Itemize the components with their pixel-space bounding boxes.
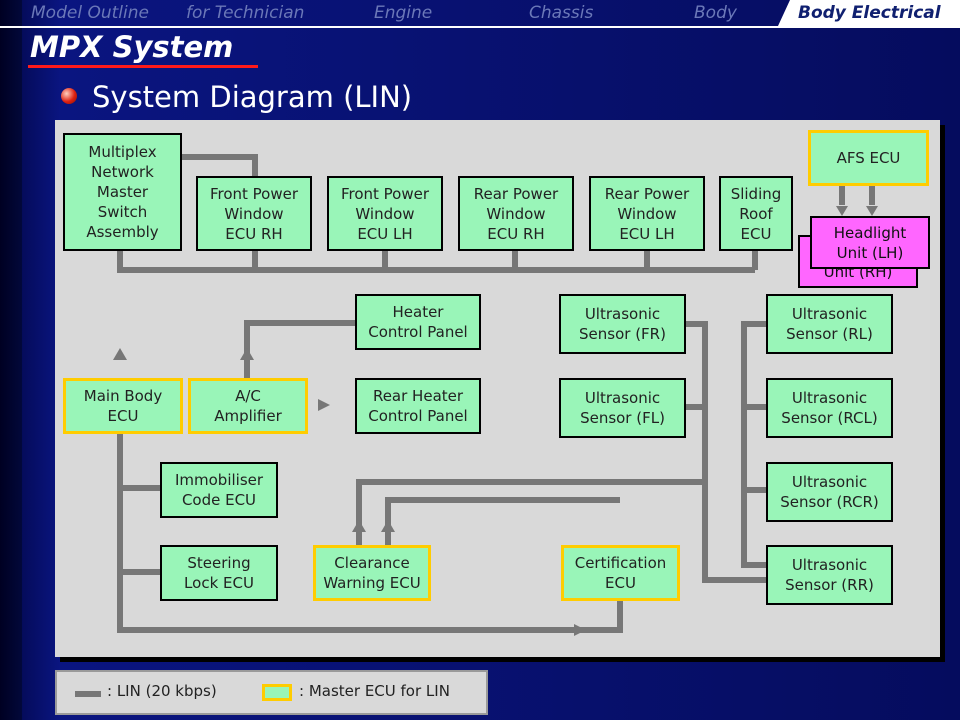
ultrasonic-sensor-rcr-box: Ultrasonic Sensor (RCR) (766, 462, 893, 522)
nav-body-electrical-tab[interactable]: Body Electrical (778, 0, 960, 26)
nav-body-electrical-label: Body Electrical (798, 3, 941, 23)
page-title: MPX System (30, 30, 234, 64)
ultrasonic-sensor-rl-box: Ultrasonic Sensor (RL) (766, 294, 893, 354)
arrow-down-headlight-2 (866, 206, 878, 216)
ac-amplifier-box: A/C Amplifier (188, 378, 308, 434)
immobiliser-code-ecu-box: Immobiliser Code ECU (160, 462, 278, 518)
nav-divider (0, 26, 960, 28)
clearance-warning-ecu-box: Clearance Warning ECU (313, 545, 431, 601)
arrow-down-headlight-1 (836, 206, 848, 216)
bullet-icon (61, 88, 77, 104)
top-navigation: Model Outline for Technician Engine Chas… (0, 0, 960, 26)
headlight-unit-lh-box: Headlight Unit (LH) (810, 216, 930, 269)
arrow-right-certification (574, 624, 586, 636)
nav-engine[interactable]: Engine (374, 3, 433, 23)
left-edge-bar (0, 0, 22, 720)
legend-lin-label: : LIN (20 kbps) (107, 682, 217, 700)
lin-line-swatch (75, 691, 101, 697)
rear-power-window-lh-box: Rear Power Window ECU LH (589, 176, 705, 251)
title-underline (28, 65, 258, 68)
arrow-up-clearance-1 (352, 520, 366, 532)
multiplex-master-switch-box: Multiplex Network Master Switch Assembly (63, 133, 182, 251)
arrow-up-ac (240, 348, 254, 360)
master-ecu-swatch (262, 684, 292, 701)
ultrasonic-sensor-rcl-box: Ultrasonic Sensor (RCL) (766, 378, 893, 438)
legend: : LIN (20 kbps) : Master ECU for LIN (55, 670, 488, 715)
nav-for-technician[interactable]: for Technician (186, 3, 305, 23)
ultrasonic-sensor-fl-box: Ultrasonic Sensor (FL) (559, 378, 686, 438)
arrow-up-main-body (113, 348, 127, 360)
main-body-ecu-box: Main Body ECU (63, 378, 183, 434)
legend-master-label: : Master ECU for LIN (299, 682, 450, 700)
front-power-window-lh-box: Front Power Window ECU LH (327, 176, 443, 251)
rear-heater-control-panel-box: Rear Heater Control Panel (355, 378, 481, 434)
nav-body[interactable]: Body (694, 3, 737, 23)
arrow-right-rear-heater (318, 399, 330, 411)
front-power-window-rh-box: Front Power Window ECU RH (196, 176, 312, 251)
nav-model-outline[interactable]: Model Outline (31, 3, 149, 23)
certification-ecu-box: Certification ECU (561, 545, 680, 601)
sliding-roof-ecu-box: Sliding Roof ECU (719, 176, 793, 251)
arrow-up-clearance-2 (381, 520, 395, 532)
ultrasonic-sensor-fr-box: Ultrasonic Sensor (FR) (559, 294, 686, 354)
afs-ecu-box: AFS ECU (808, 130, 929, 186)
heater-control-panel-box: Heater Control Panel (355, 294, 481, 350)
steering-lock-ecu-box: Steering Lock ECU (160, 545, 278, 601)
ultrasonic-sensor-rr-box: Ultrasonic Sensor (RR) (766, 545, 893, 605)
nav-chassis[interactable]: Chassis (529, 3, 594, 23)
section-subtitle: System Diagram (LIN) (92, 80, 413, 114)
rear-power-window-rh-box: Rear Power Window ECU RH (458, 176, 574, 251)
